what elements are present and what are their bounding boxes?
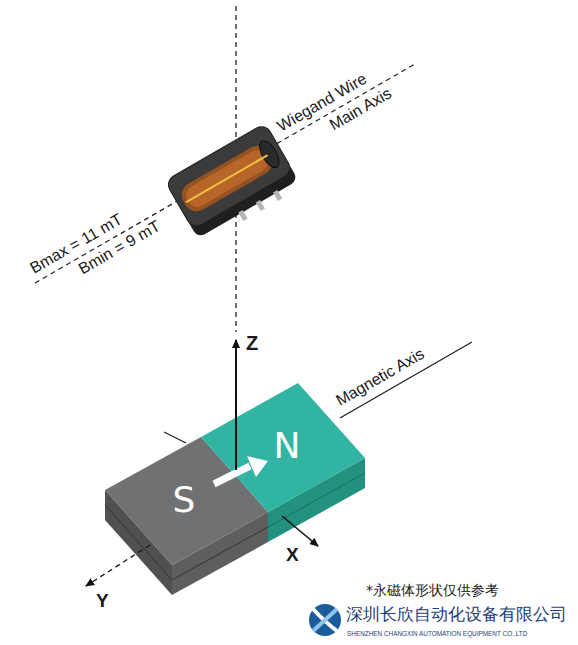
magnetization-arrow xyxy=(214,466,250,484)
x-axis xyxy=(282,516,318,546)
axis-tick xyxy=(164,432,186,443)
axis-name: Y xyxy=(96,592,109,610)
axis-name: Z xyxy=(246,334,258,352)
magnetization-arrowhead xyxy=(247,456,268,477)
axis-label: Magnetic Axis xyxy=(333,345,427,410)
magnet-pole-s: S xyxy=(173,481,196,519)
axis-name: X xyxy=(286,546,299,564)
company-name-en: SHENZHEN CHANGXIN AUTOMATION EQUIPMENT C… xyxy=(347,629,527,638)
company-name: 深圳长欣自动化设备有限公司 xyxy=(346,605,567,623)
y-axis xyxy=(86,545,150,586)
wiegand-sensor xyxy=(165,123,302,245)
pole-letter: N xyxy=(274,427,301,465)
z-axis xyxy=(235,340,237,470)
pole-letter: S xyxy=(173,481,196,519)
company-logo xyxy=(309,604,341,636)
note: *永磁体形状仅供参考 xyxy=(366,581,499,599)
magnet-pole-n: N xyxy=(274,427,301,465)
main-axis-line xyxy=(35,64,415,283)
